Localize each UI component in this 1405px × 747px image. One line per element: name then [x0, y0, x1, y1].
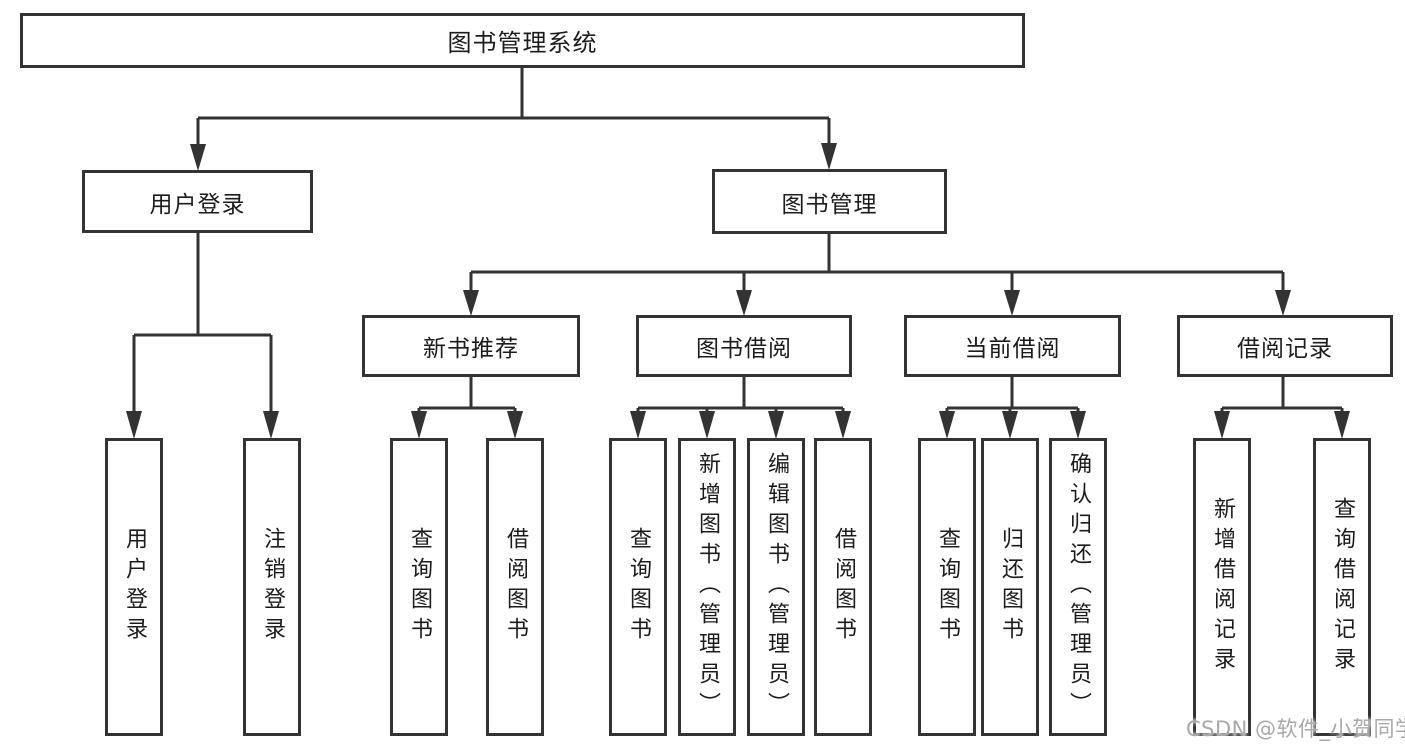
leaf-borrow-add-book-admin-label: 新增图书（管理员） — [695, 452, 720, 722]
arrowhead-down-icon — [263, 411, 279, 439]
leaf-record-add-borrow-record-label: 新增借阅记录 — [1210, 497, 1235, 677]
arrowhead-down-icon — [768, 411, 784, 439]
leaf-recommend-query-book: 查询图书 — [390, 438, 448, 736]
node-book-management: 图书管理 — [712, 169, 947, 234]
leaf-record-query-borrow-record: 查询借阅记录 — [1313, 438, 1371, 736]
leaf-user-login: 用户登录 — [105, 438, 163, 736]
arrowhead-down-icon — [1002, 411, 1018, 439]
leaf-recommend-query-book-label: 查询图书 — [407, 527, 432, 647]
node-borrow-record: 借阅记录 — [1177, 315, 1393, 377]
watermark: CSDN @软件_小贺同学 — [1186, 717, 1405, 741]
arrowhead-down-icon — [1275, 290, 1291, 316]
leaf-current-return-book: 归还图书 — [981, 438, 1039, 736]
leaf-borrow-borrow-book-label: 借阅图书 — [831, 527, 856, 647]
node-library-system-label: 图书管理系统 — [447, 29, 598, 57]
leaf-current-confirm-return-admin: 确认归还（管理员） — [1049, 438, 1107, 736]
leaf-logout-login: 注销登录 — [243, 438, 301, 736]
node-new-book-recommend: 新书推荐 — [362, 315, 580, 377]
arrowhead-down-icon — [1214, 411, 1230, 439]
node-borrow-record-label: 借阅记录 — [1237, 336, 1333, 362]
leaf-current-return-book-label: 归还图书 — [998, 527, 1023, 647]
arrowhead-down-icon — [507, 411, 523, 439]
connector-bookborrow-to-children — [636, 377, 845, 413]
arrowhead-down-icon — [939, 411, 955, 439]
arrowhead-down-icon — [699, 411, 715, 439]
leaf-logout-login-label: 注销登录 — [260, 527, 285, 647]
connector-bookmgmt-to-level3 — [469, 234, 1285, 292]
arrowhead-down-icon — [630, 411, 646, 439]
leaf-borrow-query-book: 查询图书 — [609, 438, 667, 736]
connector-borrowrecord-to-children — [1220, 377, 1344, 413]
node-user-login-label: 用户登录 — [149, 191, 246, 218]
leaf-record-query-borrow-record-label: 查询借阅记录 — [1330, 497, 1355, 677]
leaf-borrow-borrow-book: 借阅图书 — [814, 438, 872, 736]
node-current-borrow: 当前借阅 — [904, 315, 1121, 377]
node-new-book-recommend-label: 新书推荐 — [423, 336, 519, 362]
leaf-borrow-edit-book-admin-label: 编辑图书（管理员） — [764, 452, 789, 722]
node-book-borrow-label: 图书借阅 — [696, 336, 792, 362]
arrowhead-down-icon — [411, 411, 427, 439]
leaf-borrow-edit-book-admin: 编辑图书（管理员） — [747, 438, 805, 736]
arrowhead-down-icon — [463, 290, 479, 316]
arrowhead-down-icon — [1070, 411, 1086, 439]
arrowhead-down-icon — [1004, 290, 1020, 316]
leaf-current-confirm-return-admin-label: 确认归还（管理员） — [1066, 452, 1091, 722]
arrowhead-down-icon — [190, 144, 206, 171]
leaf-current-query-book-label: 查询图书 — [935, 527, 960, 647]
arrowhead-down-icon — [821, 143, 837, 170]
arrowhead-down-icon — [736, 290, 752, 316]
leaf-current-query-book: 查询图书 — [918, 438, 976, 736]
leaf-borrow-query-book-label: 查询图书 — [626, 527, 651, 647]
node-current-borrow-label: 当前借阅 — [964, 336, 1061, 362]
arrowhead-down-icon — [1334, 411, 1350, 439]
connector-root-to-level2 — [196, 68, 831, 146]
connector-userlogin-to-children — [132, 233, 273, 413]
arrowhead-down-icon — [126, 411, 142, 439]
node-user-login: 用户登录 — [82, 170, 313, 233]
connector-currentborrow-to-children — [945, 377, 1080, 413]
leaf-borrow-add-book-admin: 新增图书（管理员） — [678, 438, 736, 736]
leaf-user-login-label: 用户登录 — [122, 527, 147, 647]
leaf-recommend-borrow-book: 借阅图书 — [486, 438, 544, 736]
connector-newbookrec-to-children — [417, 377, 517, 413]
node-book-borrow: 图书借阅 — [636, 315, 852, 377]
leaf-record-add-borrow-record: 新增借阅记录 — [1193, 438, 1251, 736]
arrowheads — [126, 143, 1350, 439]
leaf-recommend-borrow-book-label: 借阅图书 — [503, 527, 528, 647]
node-library-system: 图书管理系统 — [20, 13, 1025, 68]
arrowhead-down-icon — [835, 411, 851, 439]
node-book-management-label: 图书管理 — [781, 191, 878, 218]
